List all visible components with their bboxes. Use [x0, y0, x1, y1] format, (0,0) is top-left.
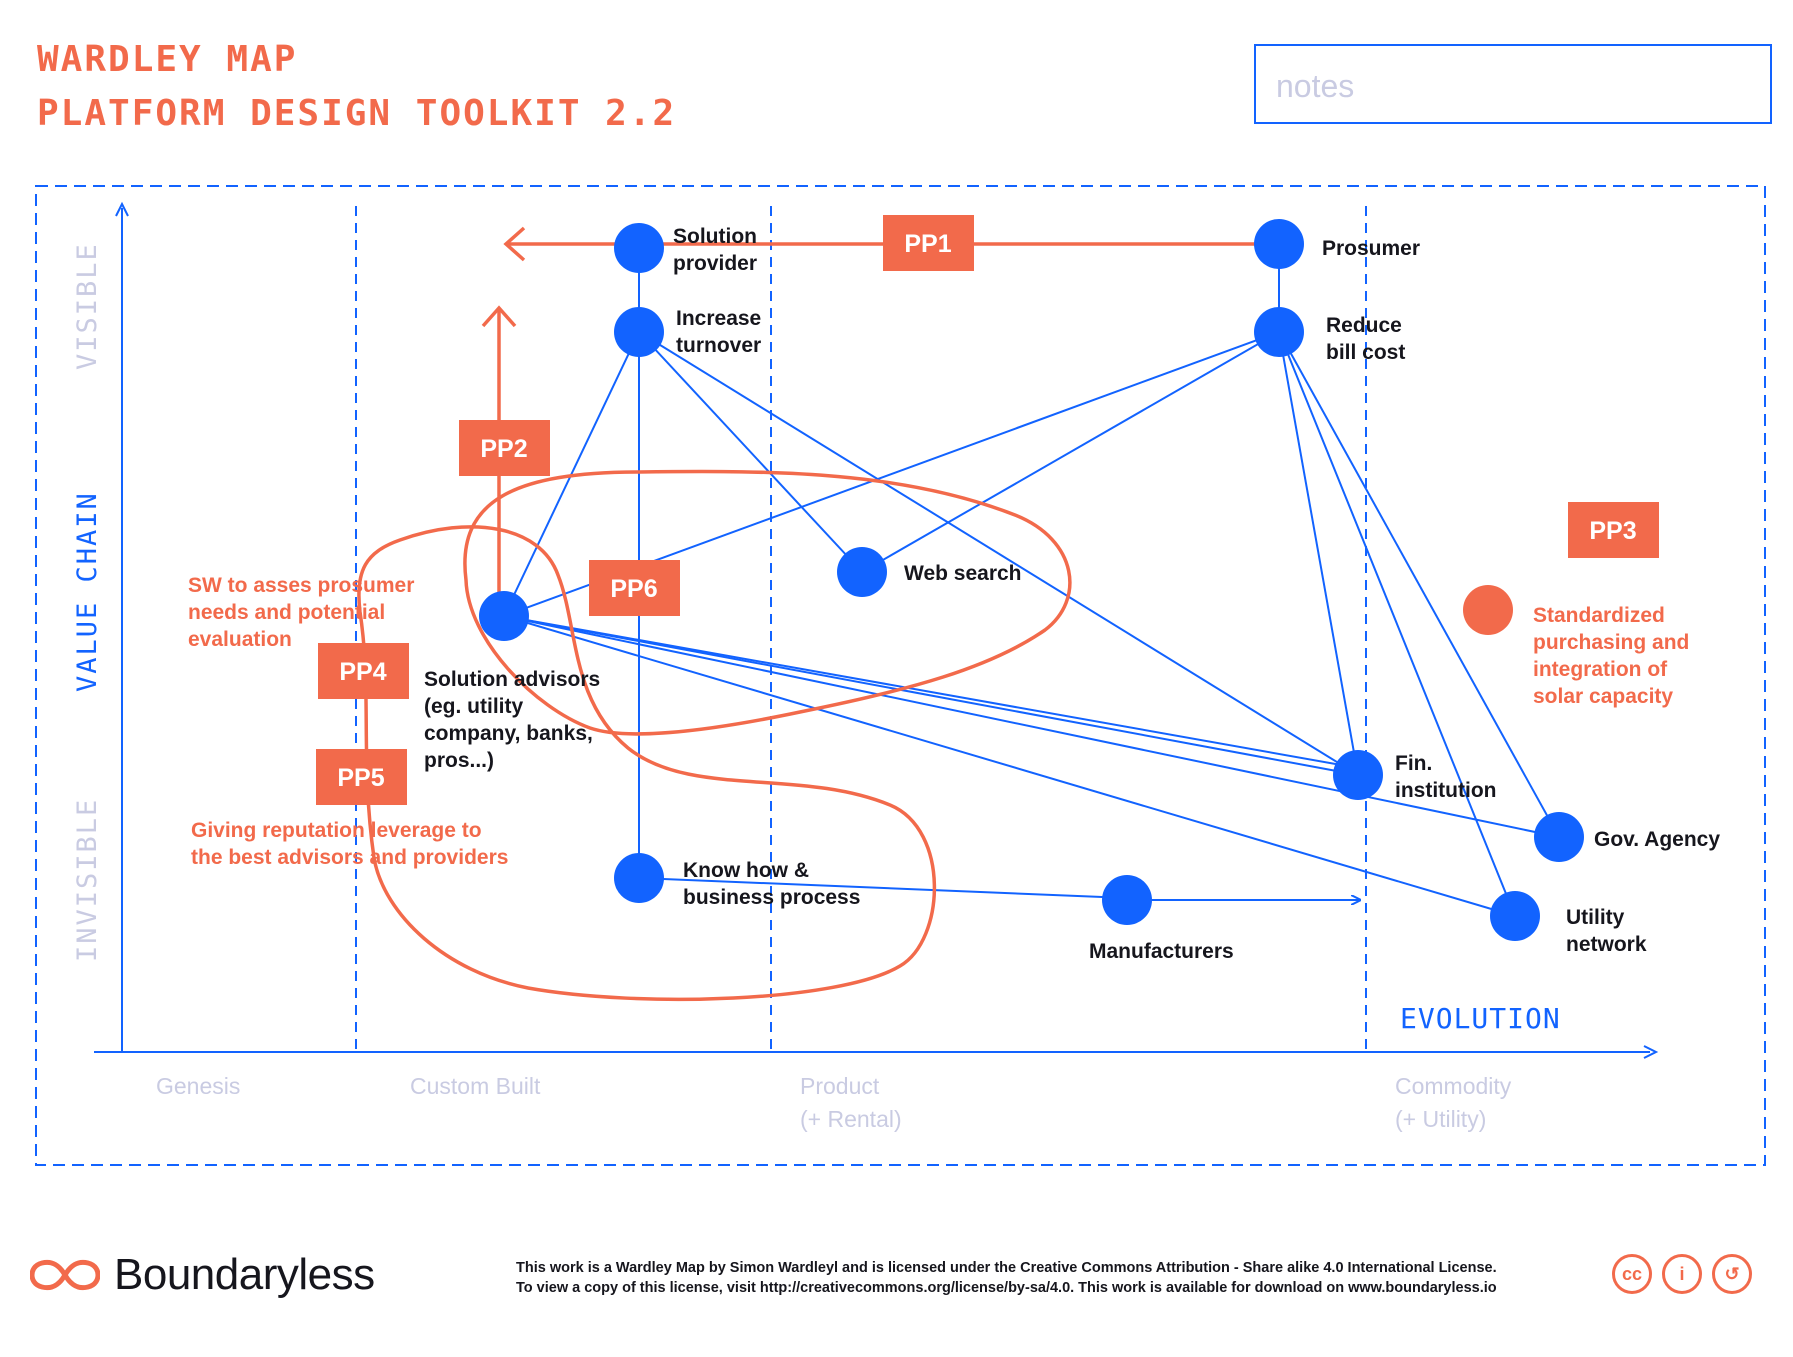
annotation-sw-assess-2: needs and potential [188, 601, 385, 624]
node-solution-advisors [479, 591, 529, 641]
annotation-sw-assess-3: evaluation [188, 628, 292, 651]
pp5-label: PP5 [337, 764, 384, 792]
label-reduce-bill-cost-1: Reduce [1326, 314, 1402, 337]
pp4-label: PP4 [339, 658, 386, 686]
node-prosumer [1254, 219, 1304, 269]
annotation-standardized-3: integration of [1533, 658, 1668, 681]
pp1-tag [883, 215, 974, 271]
pp3-label: PP3 [1589, 517, 1636, 545]
pp2-arrowhead [481, 305, 517, 328]
label-solution-advisors-4: pros...) [424, 749, 494, 772]
pp6-label: PP6 [610, 575, 657, 603]
x-axis-arrowhead [1643, 1045, 1659, 1059]
label-know-how-2: business process [683, 886, 860, 909]
link-advisors-fin-b [503, 615, 1359, 769]
label-solution-provider-1: Solution [673, 225, 757, 248]
label-increase-turnover-2: turnover [676, 334, 761, 357]
pp4-tag [318, 643, 409, 699]
cc-icon[interactable]: cc [1612, 1254, 1652, 1294]
pp2-label: PP2 [480, 435, 527, 463]
label-increase-turnover-1: Increase [676, 307, 761, 330]
pp3-tag [1568, 502, 1659, 558]
link-advisors-utility [503, 615, 1516, 917]
label-fin-institution-2: institution [1395, 779, 1496, 802]
pp5-tag [316, 749, 407, 805]
infinity-logo-icon [30, 1259, 100, 1291]
license-line2: To view a copy of this license, visit ht… [516, 1280, 1497, 1296]
link-turnover-advisors [503, 331, 640, 617]
link-billcost-fin [1278, 331, 1359, 776]
pp1-label: PP1 [904, 230, 951, 258]
annotation-reputation-1: Giving reputation leverage to [191, 819, 482, 842]
dependency-links [503, 244, 1560, 917]
boundaryless-logo[interactable]: Boundaryless [30, 1250, 375, 1300]
label-gov-agency: Gov. Agency [1594, 828, 1720, 851]
label-utility-network-1: Utility [1566, 906, 1625, 929]
notes-placeholder: notes [1276, 68, 1355, 104]
node-reduce-bill-cost [1254, 307, 1304, 357]
license-text: This work is a Wardley Map by Simon Ward… [516, 1258, 1497, 1298]
license-line1: This work is a Wardley Map by Simon Ward… [516, 1260, 1497, 1276]
link-advisors-fin-a [503, 615, 1359, 776]
annotation-sw-assess-1: SW to asses prosumer [188, 574, 414, 597]
y-axis-label: VALUE CHAIN [72, 491, 103, 692]
y-bottom-label: INVISIBLE [72, 798, 103, 962]
node-solution-provider [614, 223, 664, 273]
link-advisors-gov [503, 615, 1560, 838]
y-axis-arrowhead [115, 201, 129, 217]
notes-field[interactable]: notes [1254, 44, 1772, 124]
node-utility-network [1490, 891, 1540, 941]
stage-custom-built: Custom Built [410, 1073, 541, 1099]
link-billcost-gov [1278, 331, 1560, 838]
label-solution-advisors-1: Solution advisors [424, 668, 600, 691]
node-increase-turnover [614, 307, 664, 357]
stage-product-sub: (+ Rental) [800, 1106, 902, 1132]
share-alike-icon[interactable]: ↺ [1712, 1254, 1752, 1294]
node-pp3-orange [1463, 585, 1513, 635]
label-web-search: Web search [904, 562, 1022, 585]
pp1-arrowhead [503, 226, 526, 262]
node-manufacturers [1102, 875, 1152, 925]
stage-commodity-sub: (+ Utility) [1395, 1106, 1486, 1132]
stage-genesis: Genesis [156, 1073, 240, 1099]
stage-commodity: Commodity [1395, 1073, 1512, 1099]
link-knowhow-manufacturers [638, 877, 1128, 899]
y-top-label: VISIBLE [72, 242, 103, 370]
x-axis-label: EVOLUTION [1400, 1002, 1561, 1035]
brand-name: Boundaryless [114, 1250, 375, 1299]
annotation-standardized-2: purchasing and [1533, 631, 1689, 654]
page-title-line1: WARDLEY MAP [37, 39, 298, 80]
label-solution-advisors-2: (eg. utility [424, 695, 523, 718]
pp6-tag [589, 560, 680, 616]
stage-product: Product [800, 1073, 880, 1099]
map-frame [35, 185, 1766, 1166]
link-turnover-websearch [638, 331, 863, 573]
label-utility-network-2: network [1566, 933, 1647, 956]
label-manufacturers: Manufacturers [1089, 940, 1234, 963]
node-know-how [614, 853, 664, 903]
label-fin-institution-1: Fin. [1395, 752, 1432, 775]
label-solution-advisors-3: company, banks, [424, 722, 593, 745]
page-title-line2: PLATFORM DESIGN TOOLKIT 2.2 [37, 93, 677, 134]
link-billcost-websearch [861, 331, 1280, 573]
pp6-lasso [463, 469, 1072, 736]
link-turnover-fin [638, 331, 1359, 776]
attribution-icon[interactable]: i [1662, 1254, 1702, 1294]
cc-license-icons[interactable]: cc i ↺ [1612, 1254, 1752, 1294]
annotation-standardized-1: Standardized [1533, 604, 1665, 627]
annotation-reputation-2: the best advisors and providers [191, 846, 508, 869]
label-prosumer: Prosumer [1322, 237, 1420, 260]
node-web-search [837, 547, 887, 597]
label-know-how-1: Know how & [683, 859, 809, 882]
pp2-tag [459, 420, 550, 476]
node-fin-institution [1333, 750, 1383, 800]
annotation-standardized-4: solar capacity [1533, 685, 1673, 708]
label-reduce-bill-cost-2: bill cost [1326, 341, 1405, 364]
label-solution-provider-2: provider [673, 252, 757, 275]
node-gov-agency [1534, 812, 1584, 862]
